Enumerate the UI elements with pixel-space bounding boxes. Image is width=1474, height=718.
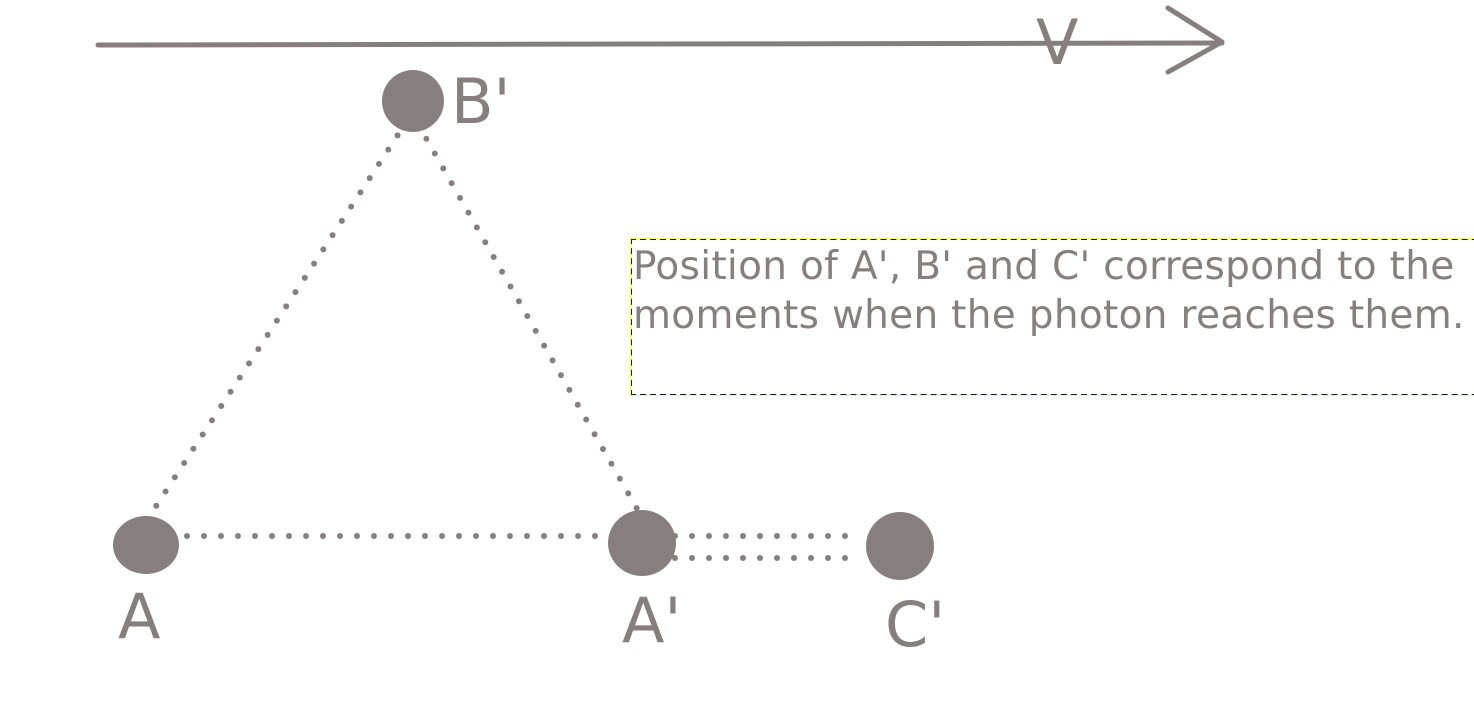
point-b-prime [382,70,444,132]
point-a-prime [608,510,676,576]
label-a-prime: A' [622,584,681,657]
label-a: A [118,580,160,653]
velocity-arrow-head [1165,5,1225,75]
label-c-prime: C' [885,588,945,661]
velocity-arrow-shaft [95,40,1225,48]
annotation-text: Position of A', B' and C' correspond to … [633,244,1465,338]
velocity-arrow [95,5,1225,75]
path-a-to-b-prime [144,121,408,523]
annotation-box: Position of A', B' and C' correspond to … [630,238,1474,396]
photon-paths [144,121,858,561]
path-b-prime-to-a-prime [415,121,643,517]
velocity-label: V [1036,6,1078,79]
point-a [113,516,179,574]
label-b-prime: B' [451,65,511,138]
point-c-prime [866,512,934,580]
